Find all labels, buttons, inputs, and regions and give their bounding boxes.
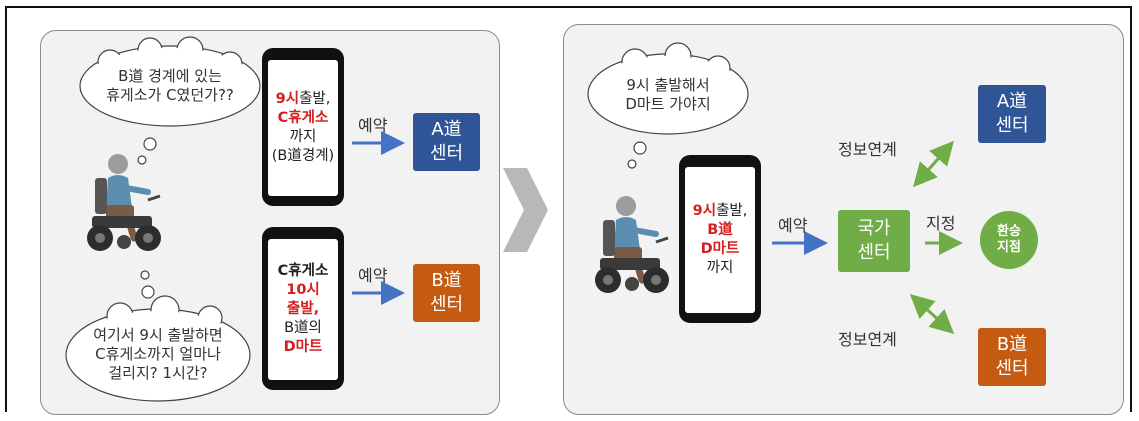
phone-text: (B道경계) [271,148,335,164]
cloud-line: D마트 가야지 [625,95,711,113]
box-line: 센터 [995,358,1029,379]
phone-text: 까지 [289,129,317,145]
b-province-center-box: B道 센터 [413,264,480,322]
highlight-time: 9시 [275,91,300,107]
left-cloud-bottom-text: 여기서 9시 출발하면 C휴게소까지 얼마나 걸리지? 1시간? [73,326,243,383]
reserve-label-bottom: 예약 [358,266,388,285]
info-link-arrow-top [913,140,954,188]
thought-cloud-icon [65,270,251,402]
smartphone-icon: C휴게소 10시 출발, B道의 D마트 [262,227,344,390]
phone-notch [291,51,315,56]
smartphone-icon: 9시출발, B道 D마트 까지 [679,155,761,323]
national-center-box: 국가 센터 [838,210,910,272]
a-province-center-box: A道 센터 [413,113,480,171]
phone-text: B道의 [284,320,322,336]
box-line: 센터 [995,115,1029,136]
circle-line: 환승 [997,224,1021,239]
cloud-line: C휴게소까지 얼마나 [95,345,221,363]
box-line: 국가 [857,218,891,239]
highlight-province: B道 [707,222,733,238]
cloud-line: 여기서 9시 출발하면 [93,326,223,344]
highlight-time: 9시 [692,203,717,219]
a-province-center-box: A道 센터 [978,85,1046,143]
box-line: A道 [431,119,462,140]
transfer-point-circle: 환승 지점 [980,211,1038,269]
chevron-right-icon [503,168,548,252]
highlight-depart: 출발, [286,301,320,317]
left-cloud-top-text: B道 경계에 있는 휴게소가 C였던가?? [90,67,250,105]
highlight-place: D마트 [283,339,323,355]
cloud-line: B道 경계에 있는 [118,67,222,85]
info-link-arrow-bottom [909,293,955,335]
cloud-line: 9시 출발해서 [626,76,710,94]
box-line: 센터 [857,242,891,263]
box-line: B道 [996,334,1028,355]
phone-notch [708,158,732,163]
right-cloud-text: 9시 출발해서 D마트 가야지 [598,76,738,114]
wheelchair-user-icon [87,154,161,251]
box-line: A道 [996,91,1028,112]
cloud-line: 걸리지? 1시간? [108,364,208,382]
highlight-time: 10시 [286,282,320,298]
phone-screen-right: 9시출발, B道 D마트 까지 [685,167,755,313]
smartphone-icon: 9시출발, C휴게소 까지 (B道경계) [262,48,344,206]
phone-text: 출발, [299,91,331,107]
reserve-label-right: 예약 [778,216,808,235]
phone-text: 까지 [706,260,734,276]
info-link-label-bottom: 정보연계 [838,330,897,349]
box-line: 센터 [429,143,464,164]
b-province-center-box: B道 센터 [978,328,1046,386]
phone-text: 출발, [716,203,748,219]
circle-line: 지점 [997,240,1021,255]
thought-cloud-icon [587,42,749,169]
box-line: 센터 [429,294,464,315]
phone-line: 9시출발, [276,90,331,109]
thought-cloud-icon [79,36,261,165]
phone-line: 9시출발, [693,202,748,221]
highlight-place: C휴게소 [277,110,329,126]
reserve-label-top: 예약 [358,116,388,135]
phone-text: C휴게소 [277,263,329,279]
phone-notch [291,230,315,235]
cloud-line: 휴게소가 C였던가?? [106,86,234,104]
outer-frame [5,6,1132,412]
designate-label: 지정 [926,214,956,233]
highlight-place: D마트 [700,241,740,257]
phone-screen-top: 9시출발, C휴게소 까지 (B道경계) [268,60,338,196]
info-link-label-top: 정보연계 [838,140,897,159]
box-line: B道 [431,270,462,291]
wheelchair-user-icon [595,196,669,293]
phone-screen-bottom: C휴게소 10시 출발, B道의 D마트 [268,239,338,380]
